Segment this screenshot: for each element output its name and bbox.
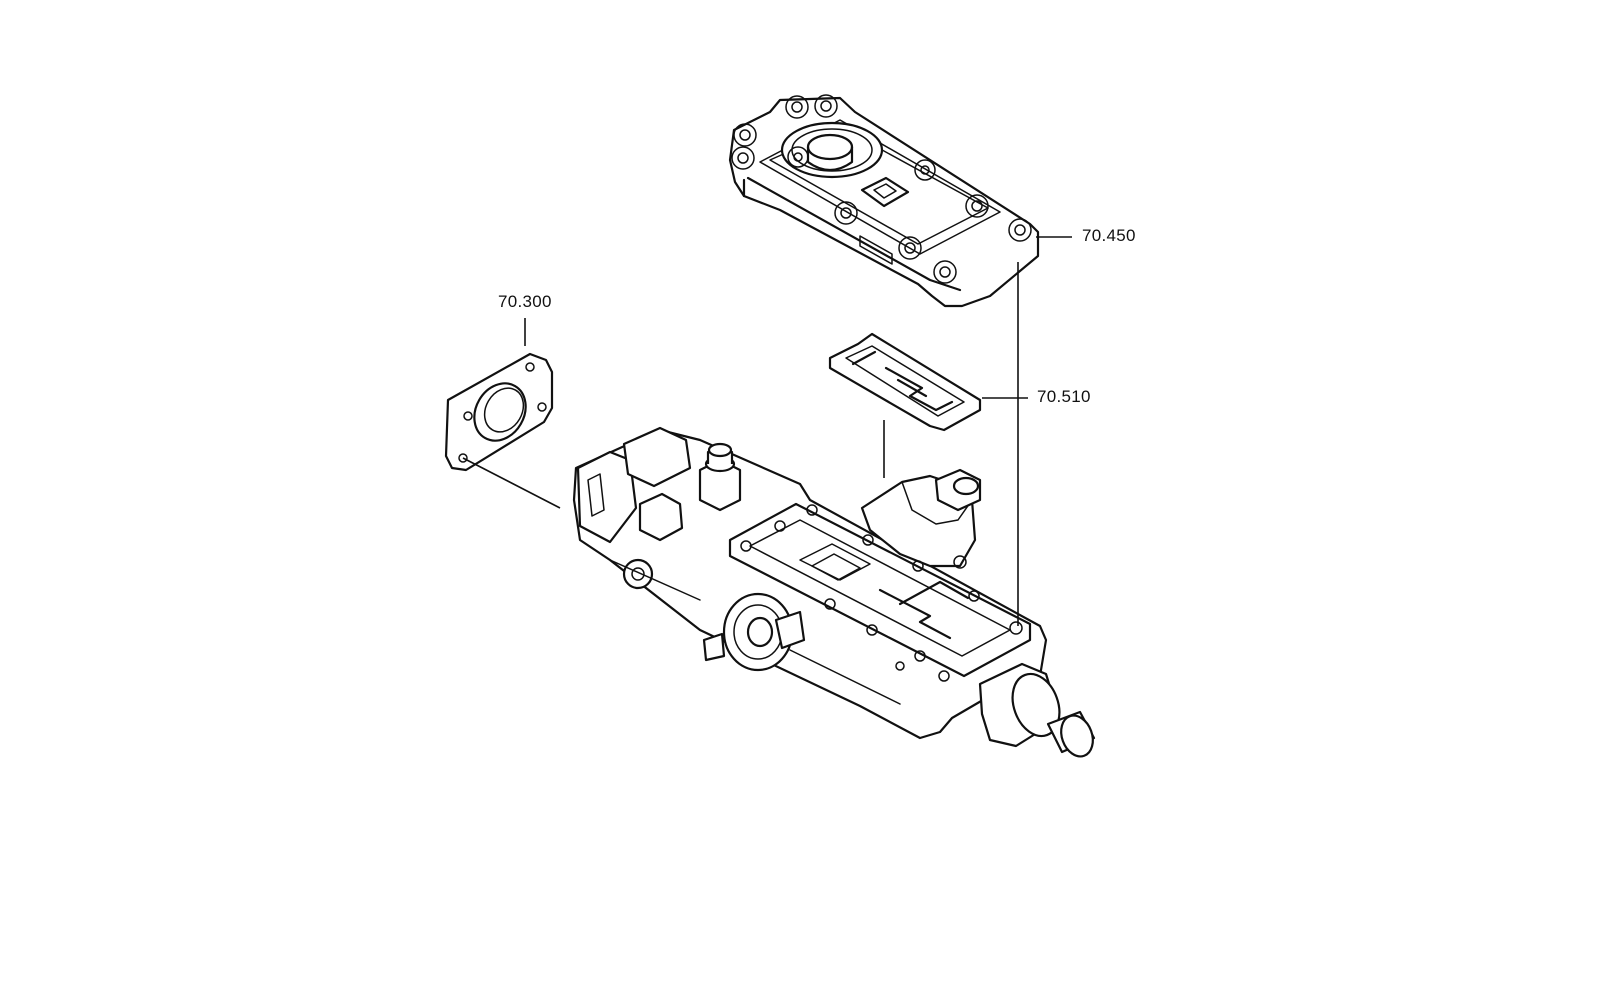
flange-gasket-part[interactable] — [444, 352, 554, 472]
callout-flange-gasket-70300[interactable]: 70.300 — [498, 292, 552, 311]
callout-leaders — [524, 236, 1072, 399]
callout-cover-70450[interactable]: 70.450 — [1082, 226, 1136, 245]
callout-gasket-plate-70510[interactable]: 70.510 — [1037, 387, 1091, 406]
cover-part[interactable] — [728, 94, 1040, 308]
shift-housing-part[interactable] — [572, 426, 1098, 761]
assembly-lines — [462, 262, 1019, 626]
gasket-plate-part[interactable] — [828, 332, 982, 432]
